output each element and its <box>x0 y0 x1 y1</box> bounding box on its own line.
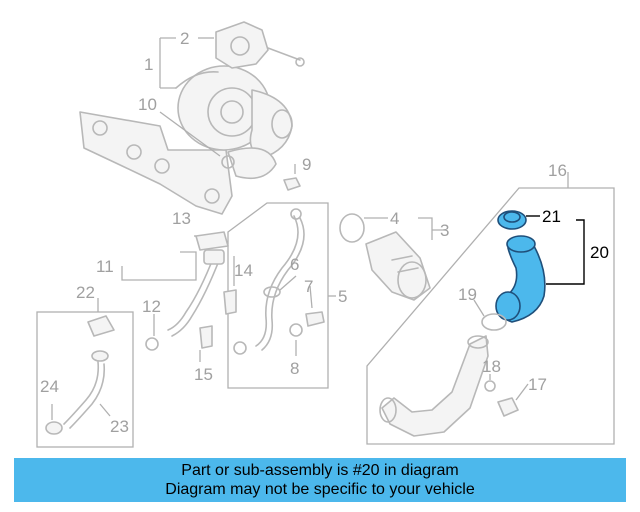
callout-23: 23 <box>110 417 129 436</box>
banner-line-1: Part or sub-assembly is #20 in diagram <box>181 462 459 479</box>
callout-15: 15 <box>194 365 213 384</box>
callout-5: 5 <box>338 287 347 306</box>
info-banner: Part or sub-assembly is #20 in diagram D… <box>14 458 626 502</box>
callout-1: 1 <box>144 55 153 74</box>
callout-9: 9 <box>302 155 311 174</box>
callout-10: 10 <box>138 95 157 114</box>
hose-clamp-21 <box>497 210 527 230</box>
intake-elbow-3 <box>365 231 431 301</box>
callout-7: 7 <box>304 277 313 296</box>
intercooler-hose-20 <box>495 235 546 323</box>
bracket-22 <box>87 315 115 337</box>
callout-20: 20 <box>590 243 609 262</box>
callout-6: 6 <box>290 255 299 274</box>
callout-22: 22 <box>76 283 95 302</box>
callout-11: 11 <box>96 257 114 276</box>
sensor-17 <box>497 397 519 417</box>
sensor-18 <box>484 380 496 392</box>
callout-3: 3 <box>440 221 449 240</box>
callout-4: 4 <box>390 209 399 228</box>
leader-20 <box>546 219 585 285</box>
banner-line-2: Diagram may not be specific to your vehi… <box>165 481 475 498</box>
washer-8 <box>289 323 303 337</box>
group-box-16 <box>366 187 615 445</box>
callout-12: 12 <box>142 297 161 316</box>
oil-return-line <box>145 249 225 351</box>
callout-14: 14 <box>234 261 253 280</box>
bolt-7 <box>305 311 325 327</box>
group-box-22 <box>36 311 134 448</box>
callout-8: 8 <box>290 359 299 378</box>
callout-16: 16 <box>548 161 567 180</box>
gasket-10 <box>221 155 235 169</box>
callout-18: 18 <box>482 357 501 376</box>
clamp-22 <box>91 350 109 362</box>
callout-13: 13 <box>172 209 191 228</box>
callout-24: 24 <box>40 377 59 396</box>
callout-2: 2 <box>180 29 189 48</box>
hose-23 <box>63 361 100 425</box>
charge-air-pipe <box>379 335 489 437</box>
bolt-14 <box>223 289 237 315</box>
gasket-13 <box>195 231 229 251</box>
wastegate-actuator <box>215 21 305 69</box>
callout-21: 21 <box>542 207 561 226</box>
bolt-15 <box>199 325 213 349</box>
hose-clamp-19 <box>481 313 507 331</box>
clip-24 <box>45 421 63 435</box>
oil-feed-line <box>233 208 305 355</box>
bolt-9 <box>283 177 301 191</box>
gasket-4 <box>339 213 365 243</box>
turbocharger-assembly <box>79 65 293 215</box>
callout-19: 19 <box>458 285 477 304</box>
callout-17: 17 <box>528 375 547 394</box>
